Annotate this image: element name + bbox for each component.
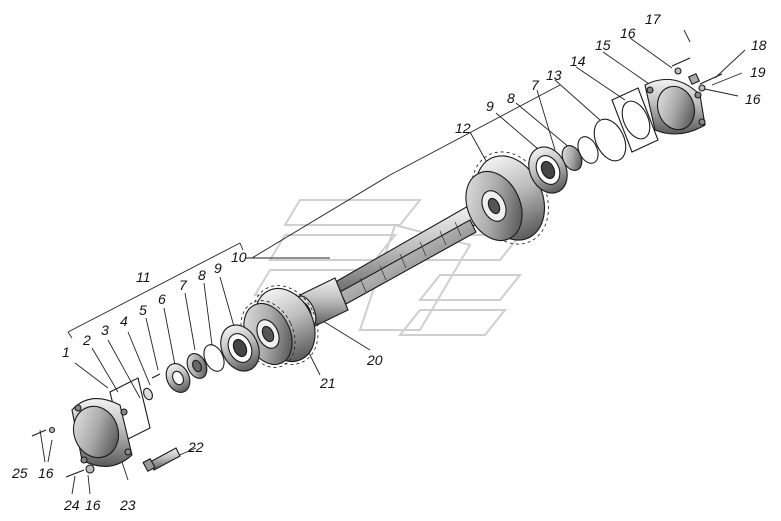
cover-23: [71, 398, 133, 467]
bolt-25: [31, 426, 56, 437]
callout-5: 5: [139, 302, 147, 318]
washer-16-right: [674, 67, 706, 92]
callout-23: 23: [119, 497, 136, 513]
callout-21: 21: [319, 375, 336, 391]
callout-17: 17: [645, 11, 662, 27]
callout-3: 3: [101, 322, 109, 338]
callout-9: 9: [214, 260, 222, 276]
main-shaft: [326, 204, 481, 305]
callout-14: 14: [570, 53, 586, 69]
bearing-9-left: [220, 324, 260, 372]
callout-19: 19: [750, 64, 766, 80]
callout-12: 12: [455, 120, 471, 136]
callout-16-left: 16: [38, 465, 54, 481]
callout-13: 13: [546, 67, 562, 83]
gear-12: [465, 151, 549, 245]
callout-8-right: 8: [507, 90, 515, 106]
callout-4: 4: [120, 313, 128, 329]
callout-1: 1: [62, 344, 70, 360]
snap-ring-13: [593, 118, 627, 162]
callout-7: 7: [179, 277, 188, 293]
callout-18: 18: [751, 37, 767, 53]
callout-labels: 1 2 3 4 5 6 7 8 9 10 11 12 9 8 7 13 14 1…: [11, 11, 767, 513]
callout-16-bottom: 16: [85, 497, 101, 513]
nut-7-left: [186, 353, 208, 379]
ring-7-right: [577, 136, 599, 164]
bearing-9-right: [528, 146, 568, 194]
nut-19: [687, 72, 701, 86]
pin-5: [151, 373, 161, 379]
ring-8-left: [203, 344, 225, 372]
callout-2: 2: [82, 332, 91, 348]
bolt-24: [65, 464, 95, 478]
callout-11: 11: [136, 269, 151, 285]
gasket-14: [611, 87, 659, 153]
bolt-18: [699, 73, 723, 85]
bolt-17: [671, 57, 691, 67]
callout-20: 20: [366, 352, 383, 368]
callout-6: 6: [158, 291, 166, 307]
callout-16-top: 16: [620, 25, 636, 41]
callout-24: 24: [63, 497, 80, 513]
callout-25: 25: [11, 465, 28, 481]
castle-washer-6: [165, 363, 191, 393]
washer-4: [143, 387, 153, 401]
callout-15: 15: [595, 37, 611, 53]
callout-10: 10: [231, 249, 247, 265]
bolt-22: [142, 447, 181, 473]
cover-15: [644, 78, 706, 135]
callout-7-right: 7: [531, 77, 540, 93]
callout-16-right: 16: [745, 91, 761, 107]
callout-8: 8: [198, 267, 206, 283]
callout-9-right: 9: [486, 98, 494, 114]
callout-22: 22: [187, 439, 204, 455]
